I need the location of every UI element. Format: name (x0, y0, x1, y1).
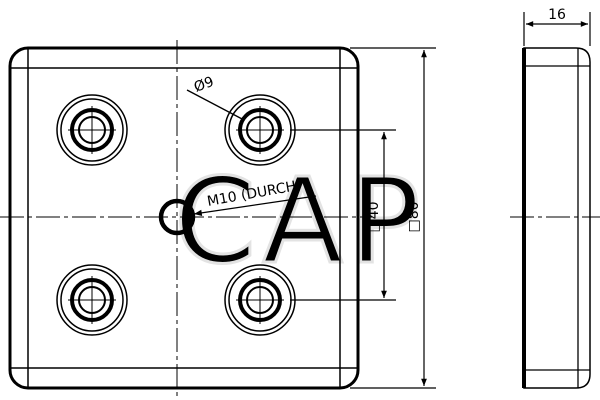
mounting-hole-ring (56, 94, 128, 166)
mounting-hole-ring (56, 264, 128, 336)
thickness-label: 16 (548, 7, 566, 23)
mounting-holes (56, 94, 296, 336)
diameter-leader (186, 89, 245, 121)
thread-leader (193, 195, 317, 216)
dimension-16 (523, 12, 591, 46)
hole-diameter-label: Ø9 (192, 74, 216, 96)
center-thread-hole (158, 198, 196, 236)
mounting-hole-ring (60, 98, 124, 162)
hole-spacing-label: □40 (366, 201, 382, 232)
dimension-80 (350, 47, 436, 389)
plate-front-view (8, 46, 360, 390)
plate-side-view (522, 47, 591, 389)
dimension-40 (290, 129, 396, 301)
plate-size-label: □80 (406, 201, 422, 232)
mounting-hole-ring (60, 268, 124, 332)
watermark: CAP (174, 152, 426, 290)
